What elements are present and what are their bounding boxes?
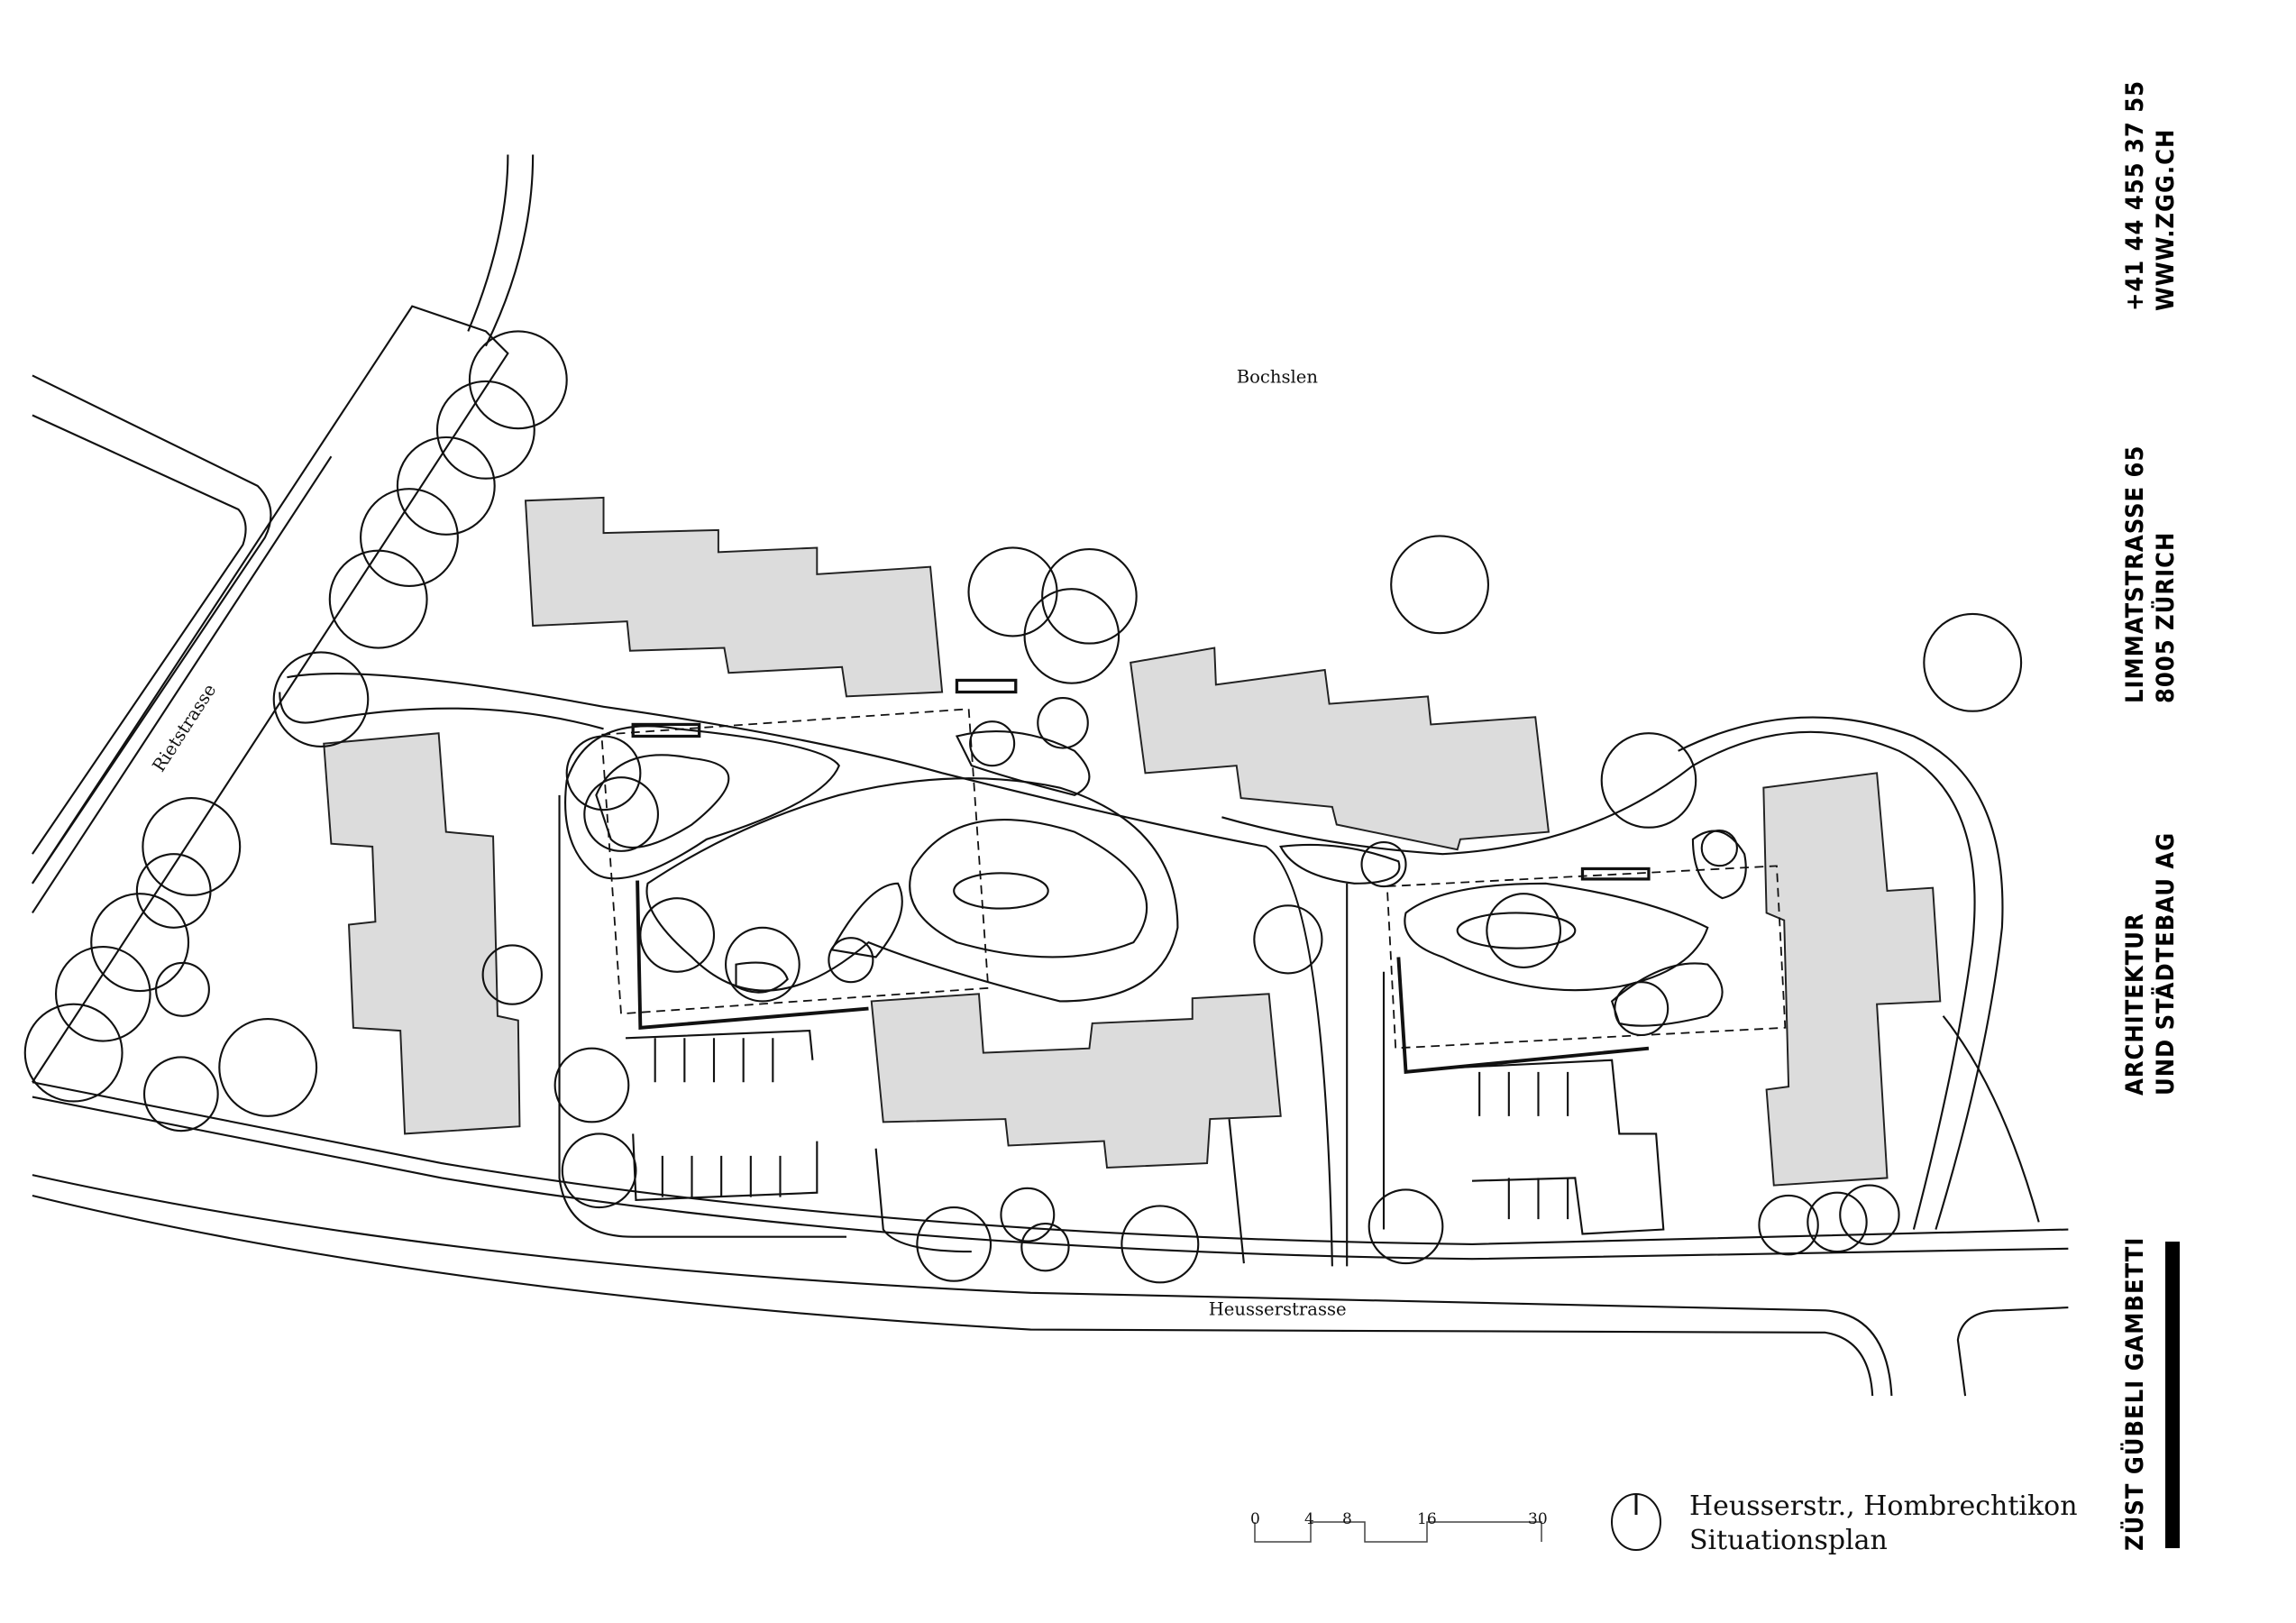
scale-tick: 0 — [1250, 1510, 1260, 1528]
scale-tick: 4 — [1304, 1510, 1314, 1528]
firm-contact: +41 44 455 37 55 WWW.ZGG.CH — [2120, 80, 2182, 311]
project-title: Heusserstr., Hombrechtikon — [1689, 1490, 2078, 1522]
building-east — [1762, 772, 1942, 1187]
building-north-west — [524, 496, 944, 698]
phone-number: +41 44 455 37 55 — [2121, 79, 2149, 311]
building-west — [323, 732, 521, 1135]
building-north-east — [1130, 646, 1550, 851]
firm-bar — [2165, 1242, 2180, 1548]
buildings — [323, 496, 1942, 1187]
trees — [23, 330, 2023, 1284]
north-arrow-icon — [1611, 1493, 1661, 1551]
street-label-heusserstrasse: Heusserstrasse — [1209, 1298, 1347, 1319]
parking — [625, 880, 1665, 1235]
area-label-bochslen: Bochslen — [1237, 367, 1319, 388]
address-city: 8005 ZÜRICH — [2152, 531, 2180, 703]
scale-tick: 16 — [1417, 1510, 1437, 1528]
plan-type: Situationsplan — [1689, 1525, 1888, 1556]
contours — [564, 678, 1787, 1050]
scale-tick: 30 — [1528, 1510, 1548, 1528]
firm-line1: ARCHITEKTUR — [2121, 912, 2149, 1096]
firm-description: ARCHITEKTUR UND STÄDTEBAU AG — [2120, 832, 2182, 1096]
firm-address: LIMMATSTRASSE 65 8005 ZÜRICH — [2120, 445, 2182, 703]
address-street: LIMMATSTRASSE 65 — [2121, 445, 2149, 703]
scale-bar: 0 4 8 16 30 — [1250, 1510, 1548, 1543]
firm-line2: UND STÄDTEBAU AG — [2152, 831, 2180, 1096]
firm-name: ZÜST GÜBELI GAMBETTI — [2120, 1237, 2151, 1551]
building-south-middle — [870, 993, 1282, 1169]
website: WWW.ZGG.CH — [2152, 128, 2180, 311]
scale-tick: 8 — [1342, 1510, 1352, 1528]
firm-name-text: ZÜST GÜBELI GAMBETTI — [2121, 1236, 2149, 1551]
